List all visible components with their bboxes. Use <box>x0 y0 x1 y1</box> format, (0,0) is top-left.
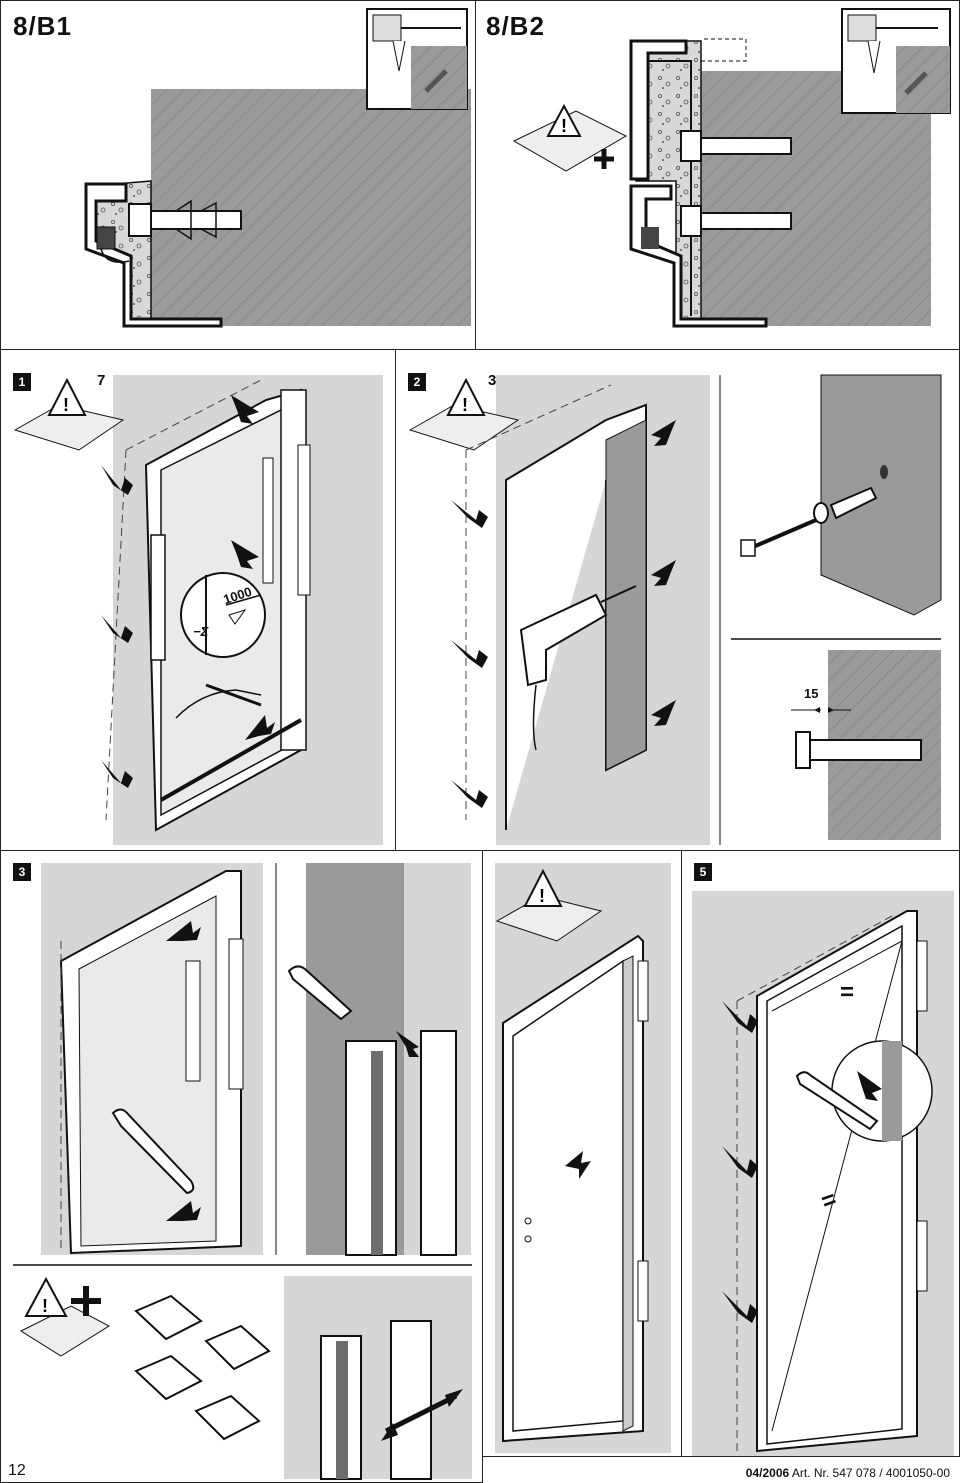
arrow-icon <box>565 1151 591 1179</box>
drilling-and-dowel-drawing: ! <box>408 374 942 845</box>
step-number-5: 5 <box>694 863 712 881</box>
drill-icon <box>847 14 877 42</box>
wall-anchor-section-drawing <box>84 8 471 328</box>
hinge-adjust-drawing: ! <box>13 863 472 1480</box>
door-leaf-hang-drawing: ! <box>495 863 671 1453</box>
step-5-panel: 5 = = <box>681 850 960 1457</box>
plus-icon <box>594 149 614 169</box>
equal-gap-sign-top: = <box>840 979 855 1006</box>
step-number-2: 2 <box>408 373 426 391</box>
offset-dimension-label: 15 <box>804 686 819 701</box>
panel-8-b2: 8/B2 ! <box>475 0 960 350</box>
step-2-panel: 2 3.4 ! <box>395 349 960 851</box>
arrow-icon <box>722 1001 758 1323</box>
step-number-1: 1 <box>13 373 31 391</box>
page-number: 12 <box>8 1462 26 1479</box>
dowel-icon <box>150 210 242 230</box>
screw-icon <box>745 518 817 552</box>
hinge-icon <box>916 940 928 1012</box>
dowel-icon <box>829 486 878 520</box>
document-info: 04/2006 Art. Nr. 547 078 / 4001050-00 <box>746 1466 950 1480</box>
plus-icon <box>71 1286 101 1316</box>
document-date: 04/2006 <box>745 1466 790 1480</box>
warning-triangle-icon <box>47 377 87 416</box>
panel-title-8-b2: 8/B2 <box>486 11 545 41</box>
warning-triangle-icon <box>24 1276 68 1317</box>
hinge-icon <box>916 1220 928 1292</box>
svg-text:!: ! <box>462 395 468 415</box>
zero-mark-label: −Σ <box>193 624 209 639</box>
svg-text:!: ! <box>42 1296 48 1316</box>
shim-icon <box>134 1294 271 1441</box>
step-number-3: 3 <box>13 863 31 881</box>
step-4-panel: 4 9-11 ! <box>482 850 682 1457</box>
drill-icon <box>519 593 608 687</box>
article-prefix: Art. Nr. <box>791 1466 830 1480</box>
svg-text:!: ! <box>561 116 567 136</box>
step-1-panel: 1 7 ! 1000 −Σ <box>0 349 396 851</box>
warning-triangle-icon <box>446 377 486 416</box>
wrench-icon <box>795 1071 879 1131</box>
arrow-icon <box>451 420 676 808</box>
wrench-icon <box>111 1108 195 1195</box>
svg-text:!: ! <box>63 395 69 415</box>
svg-text:!: ! <box>539 886 545 906</box>
double-anchor-section-drawing: ! <box>512 8 951 328</box>
arrow-icon <box>101 395 275 788</box>
arrow-icon <box>166 921 201 1221</box>
panel-title-8-b1: 8/B1 <box>13 11 72 41</box>
hinge-icon <box>637 960 649 1022</box>
drill-icon <box>372 14 402 42</box>
article-numbers: 547 078 / 4001050-00 <box>832 1466 950 1480</box>
step-1-manual-ref: 7 <box>97 372 106 389</box>
door-gap-check-drawing <box>692 891 954 1456</box>
door-leaf <box>512 959 624 1432</box>
wall <box>151 89 471 326</box>
panel-8-b1: 8/B1 <box>0 0 476 350</box>
warning-triangle-icon <box>523 868 563 907</box>
warning-triangle-icon <box>546 103 582 137</box>
frame-alignment-drawing: ! <box>13 375 383 845</box>
step-3-panel: 3 ! <box>0 850 483 1483</box>
hinge-icon <box>637 1260 649 1322</box>
